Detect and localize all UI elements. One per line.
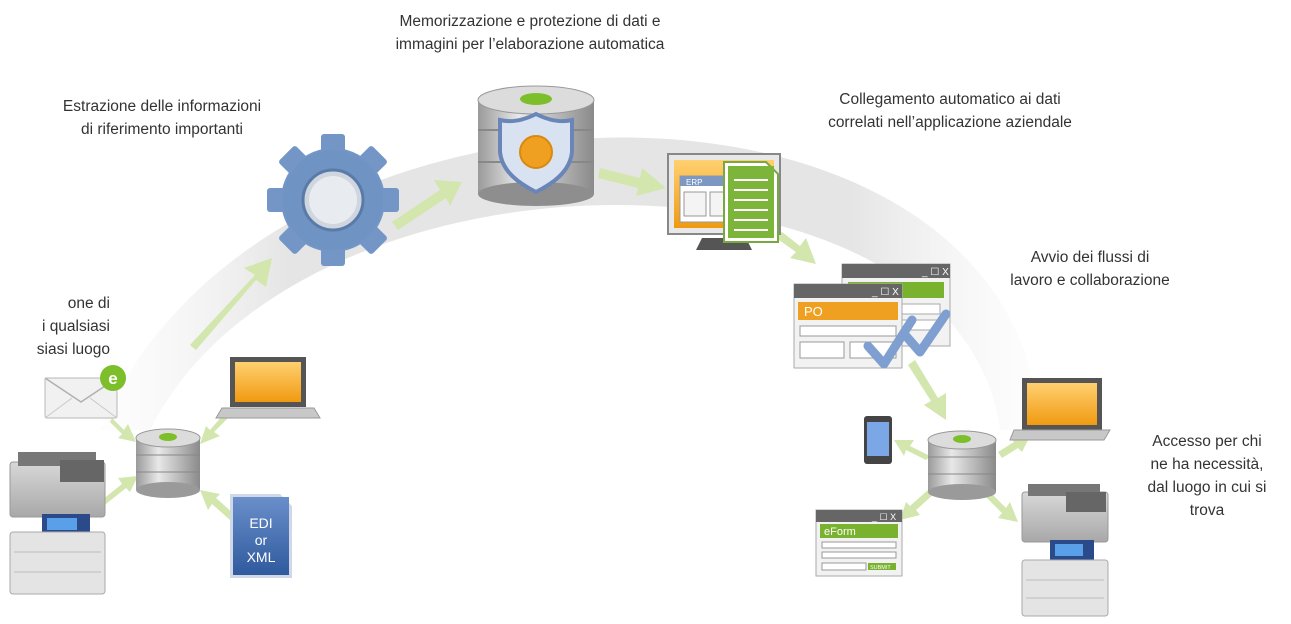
caption-access-line-2: ne ha necessità, bbox=[1150, 456, 1264, 473]
arrow-to-workflow bbox=[776, 232, 816, 264]
caption-extract: Estrazione delle informazioni di riferim… bbox=[30, 95, 294, 141]
email-icon: e bbox=[44, 365, 126, 419]
flow-arrows bbox=[102, 168, 1030, 522]
doc-format-line-1: EDI bbox=[249, 515, 272, 531]
arrow-db-to-eform bbox=[900, 490, 934, 520]
database-icon-left bbox=[135, 428, 201, 498]
caption-workflow: Avvio dei flussi di lavoro e collaborazi… bbox=[990, 246, 1190, 292]
caption-link-line-2: correlati nell’applicazione aziendale bbox=[828, 114, 1072, 131]
arrow-to-access bbox=[908, 360, 946, 420]
caption-workflow-line-2: lavoro e collaborazione bbox=[1010, 272, 1170, 289]
caption-access-line-1: Accesso per chi bbox=[1152, 433, 1262, 450]
caption-extract-line-2: di riferimento importanti bbox=[81, 121, 243, 138]
shield-icon bbox=[498, 111, 574, 195]
caption-capture: one di i qualsiasi siasi luogo bbox=[0, 292, 110, 361]
document-green-icon bbox=[723, 161, 779, 243]
po-label: PO bbox=[804, 304, 823, 319]
email-badge-label: e bbox=[108, 369, 117, 388]
submit-label: SUBMIT bbox=[870, 565, 891, 571]
caption-capture-line-3: siasi luogo bbox=[36, 341, 110, 358]
phone-icon bbox=[864, 416, 892, 464]
doc-format-line-2: or bbox=[255, 532, 268, 548]
po-window: _ ☐ X PO bbox=[793, 283, 903, 369]
window-controls-eform: _ ☐ X bbox=[871, 512, 896, 522]
arrow-printer-to-db bbox=[102, 476, 138, 504]
arrow-email-to-db bbox=[110, 418, 136, 442]
printer-icon-right bbox=[1021, 484, 1109, 617]
caption-link-line-1: Collegamento automatico ai dati bbox=[839, 91, 1061, 108]
arrow-laptop-to-db bbox=[200, 414, 228, 444]
eform-title: eForm bbox=[824, 526, 856, 538]
window-controls-front: _ ☐ X bbox=[871, 287, 899, 298]
laptop-icon-right bbox=[1009, 378, 1111, 441]
arrow-db-to-phone bbox=[894, 440, 930, 460]
gear-icon bbox=[267, 134, 399, 266]
eform-window: _ ☐ X eForm SUBMIT bbox=[815, 509, 903, 577]
arrow-to-gear bbox=[190, 258, 272, 350]
doc-format-line-3: XML bbox=[247, 549, 276, 565]
arrow-to-storage bbox=[392, 180, 462, 230]
caption-store-line-2: immagini per l’elaborazione automatica bbox=[395, 36, 665, 53]
caption-access-line-3: dal luogo in cui si bbox=[1147, 479, 1267, 496]
caption-capture-line-2: i qualsiasi bbox=[41, 318, 110, 335]
check-icon-2 bbox=[901, 309, 951, 357]
arrow-doc-to-db bbox=[200, 490, 234, 520]
caption-access-line-4: trova bbox=[1189, 502, 1225, 519]
caption-capture-line-1: one di bbox=[67, 295, 110, 312]
erp-label: ERP bbox=[686, 178, 702, 187]
caption-workflow-line-1: Avvio dei flussi di bbox=[1030, 249, 1150, 266]
laptop-icon-left bbox=[215, 357, 321, 419]
caption-store: Memorizzazione e protezione di dati e im… bbox=[355, 10, 705, 56]
document-icon: EDI or XML bbox=[230, 494, 292, 578]
printer-icon-left bbox=[9, 452, 106, 595]
caption-link: Collegamento automatico ai dati correlat… bbox=[790, 88, 1110, 134]
window-controls-back: _ ☐ X bbox=[921, 267, 949, 278]
caption-store-line-1: Memorizzazione e protezione di dati e bbox=[399, 13, 661, 30]
caption-extract-line-1: Estrazione delle informazioni bbox=[62, 98, 262, 115]
caption-access: Accesso per chi ne ha necessità, dal luo… bbox=[1128, 430, 1286, 522]
arrow-db-to-printer bbox=[986, 492, 1018, 522]
arrow-to-erp bbox=[598, 168, 666, 196]
checkmark-icons bbox=[863, 309, 951, 369]
database-icon-right bbox=[927, 430, 997, 500]
arrow-db-to-laptop bbox=[998, 436, 1030, 458]
